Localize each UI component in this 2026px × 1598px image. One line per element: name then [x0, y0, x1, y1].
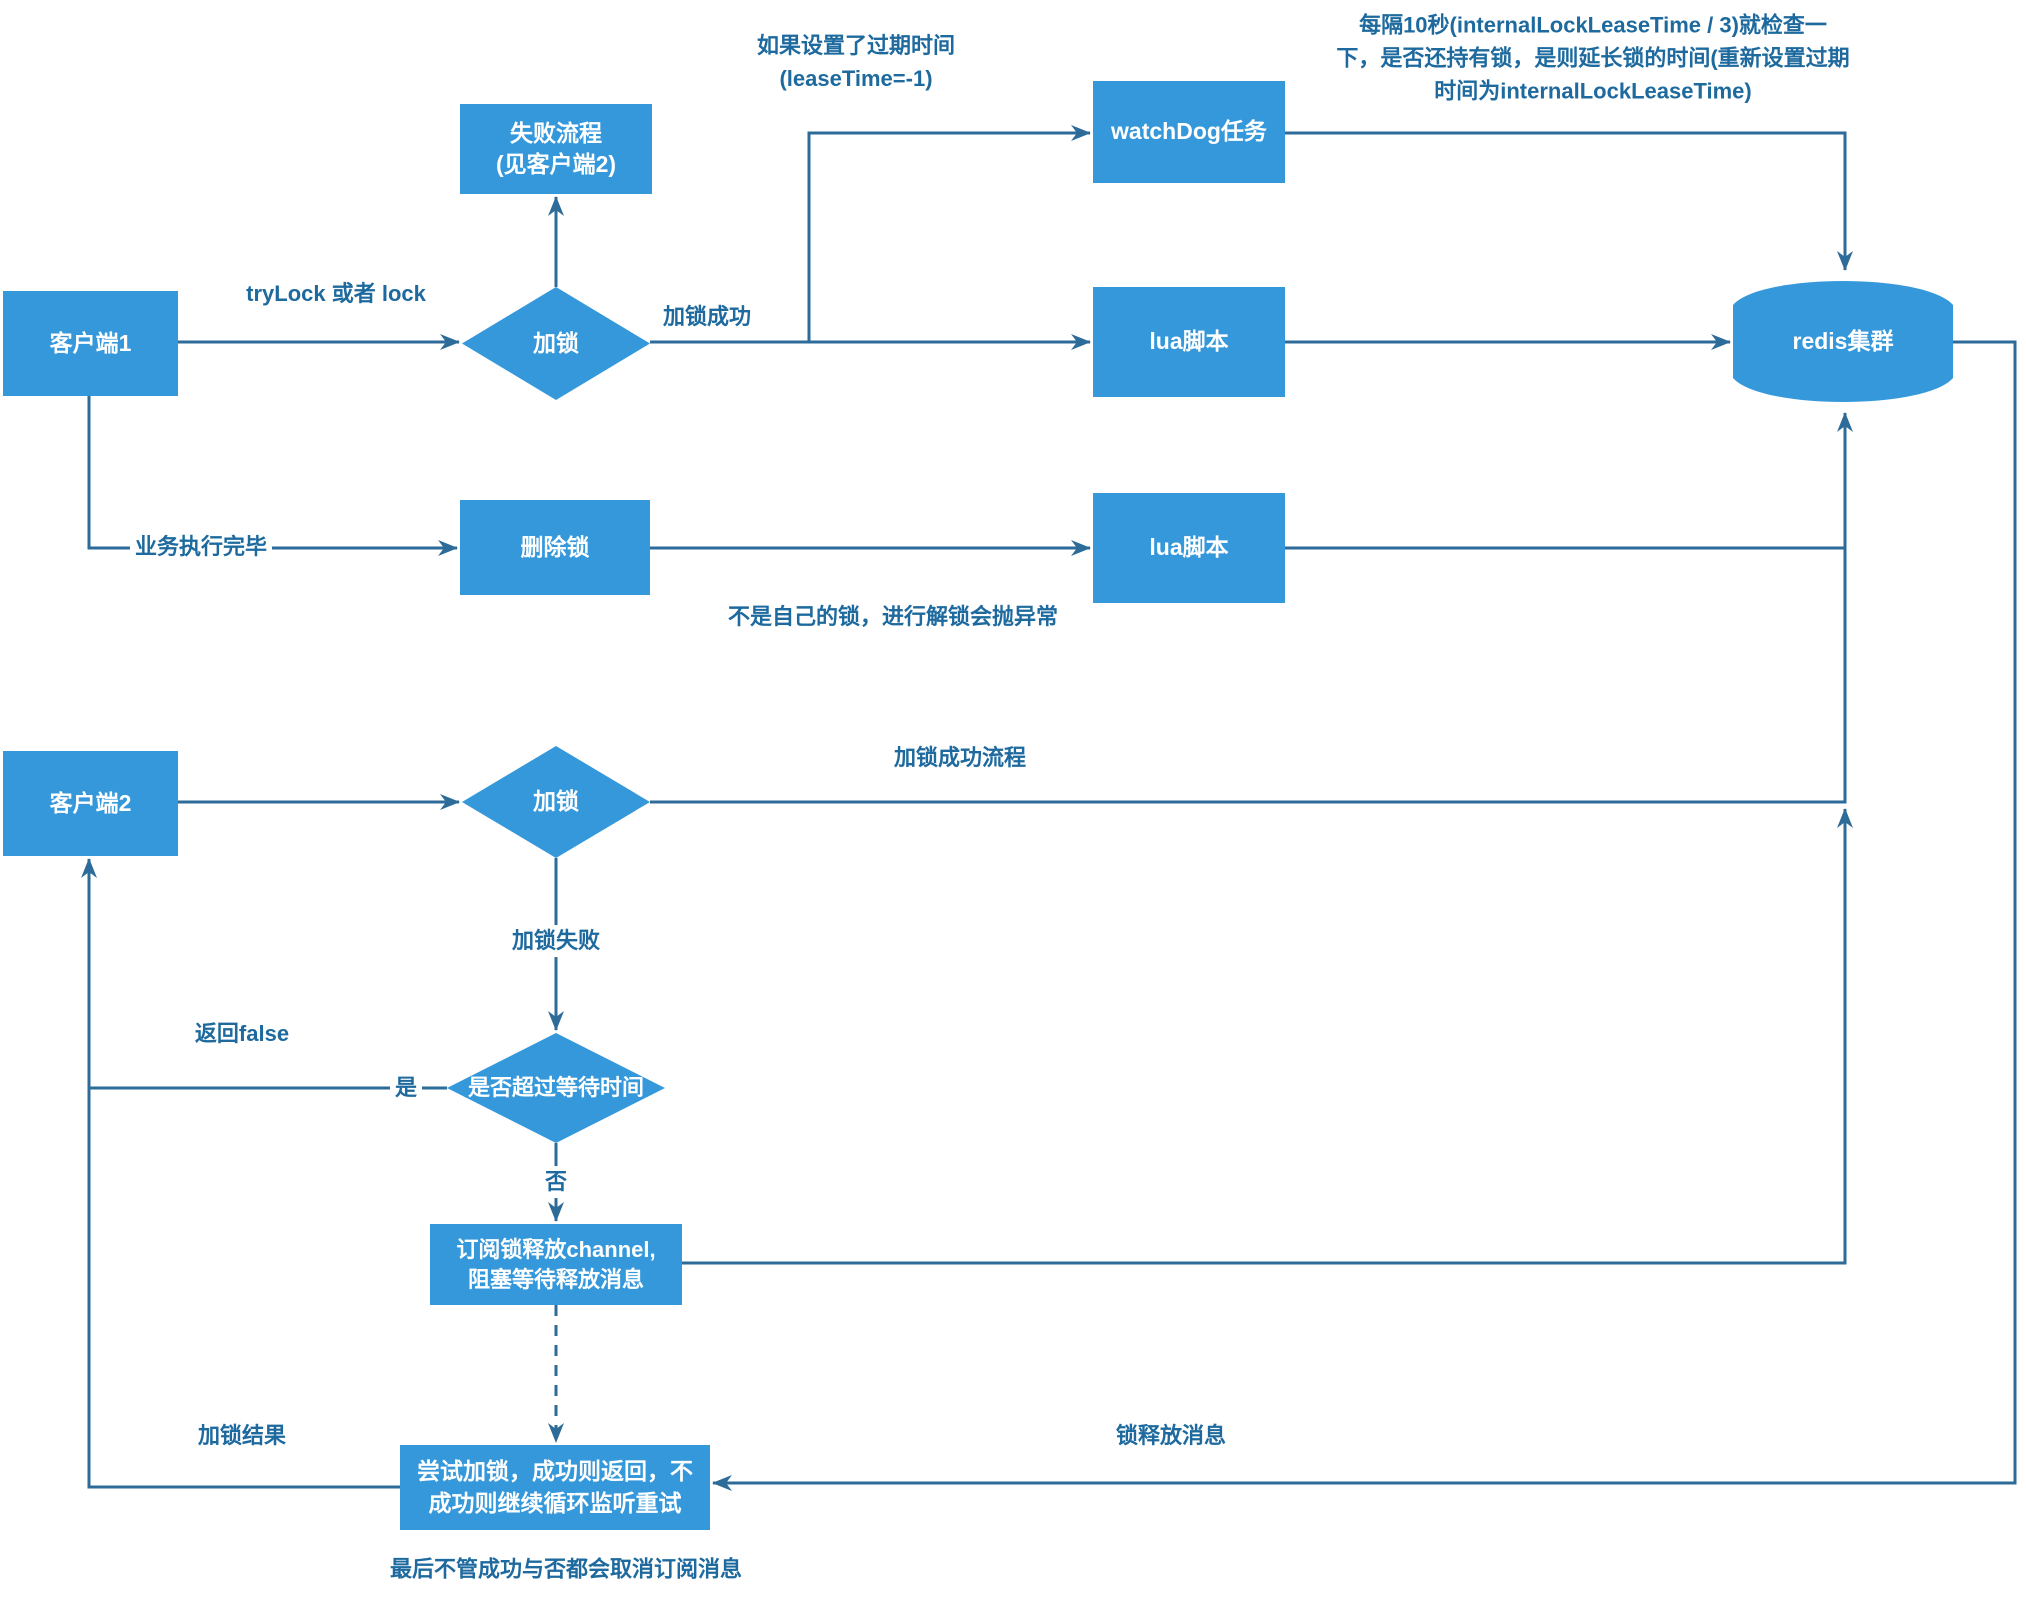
edge-branch-to-watchdog	[807, 125, 1091, 342]
cylinder-shape	[1733, 281, 1953, 402]
node-retry-lock: 尝试加锁，成功则返回，不 成功则继续循环监听重试	[400, 1445, 710, 1530]
node-client1-label: 客户端1	[49, 329, 132, 356]
edge-label-business-done: 业务执行完毕	[129, 531, 273, 563]
node-redis-cluster: redis集群	[1733, 273, 1953, 410]
edge-label-unlock-exception: 不是自己的锁，进行解锁会抛异常	[727, 604, 1059, 630]
edge-label-return-false: 返回false	[194, 1021, 290, 1047]
note-lease-time-line2: (leaseTime=-1)	[779, 66, 933, 91]
node-delete-lock: 删除锁	[460, 500, 650, 595]
edge-client1-to-deletelock	[87, 396, 458, 556]
node-retry-lock-line1: 尝试加锁，成功则返回，不	[417, 1458, 693, 1485]
node-watchdog-task: watchDog任务	[1093, 81, 1285, 183]
node-client2: 客户端2	[3, 751, 178, 856]
edge-label-lock-result: 加锁结果	[197, 1423, 287, 1449]
node-lua-script-2: lua脚本	[1093, 493, 1285, 603]
edge-label-yes: 是	[389, 1072, 423, 1104]
edge-lock2-success-to-redis-bottom	[650, 412, 1853, 804]
node-client1: 客户端1	[3, 291, 178, 396]
node-fail-flow-line1: 失败流程	[510, 119, 602, 146]
note-watchdog-check-line3: 时间为internalLockLeaseTime)	[1434, 78, 1752, 104]
edge-label-no: 否	[539, 1166, 573, 1198]
edge-watchdog-to-redis-top	[1285, 131, 1853, 271]
note-lease-time: 如果设置了过期时间 (leaseTime=-1)	[757, 29, 955, 95]
note-watchdog-check-line2: 下，是否还持有锁，是则延长锁的时间(重新设置过期	[1336, 45, 1850, 71]
note-watchdog-check: 每隔10秒(internalLockLeaseTime / 3)就检查一 下，是…	[1336, 9, 1849, 108]
note-lease-time-line1: 如果设置了过期时间	[756, 33, 956, 58]
node-lua-script-2-label: lua脚本	[1149, 534, 1229, 561]
edge-subscribe-to-midrail	[682, 808, 1853, 1265]
node-lua-script-1-label: lua脚本	[1149, 328, 1229, 355]
edge-label-lock-fail: 加锁失败	[506, 925, 606, 957]
note-watchdog-check-line1: 每隔10秒(internalLockLeaseTime / 3)就检查一	[1359, 12, 1827, 38]
node-fail-flow-line2: (见客户端2)	[495, 151, 617, 177]
node-retry-lock-line2: 成功则继续循环监听重试	[428, 1489, 682, 1516]
node-lua-script-1: lua脚本	[1093, 287, 1285, 397]
node-subscribe-channel-line2: 阻塞等待释放消息	[467, 1266, 644, 1292]
node-redis-cluster-label: redis集群	[1792, 327, 1894, 354]
node-lock-decision-2-label: 加锁	[533, 788, 579, 815]
node-subscribe-channel-line1: 订阅锁释放channel,	[456, 1236, 656, 1262]
node-delete-lock-label: 删除锁	[520, 533, 590, 560]
edge-redis-release-to-retry	[712, 340, 2017, 1491]
node-fail-flow: 失败流程 (见客户端2)	[460, 104, 652, 194]
node-lock-decision-1-label: 加锁	[533, 329, 579, 356]
edge-label-lock-success-flow: 加锁成功流程	[893, 745, 1027, 771]
edge-label-release-msg: 锁释放消息	[1115, 1423, 1227, 1449]
node-subscribe-channel: 订阅锁释放channel, 阻塞等待释放消息	[430, 1224, 682, 1305]
node-client2-label: 客户端2	[49, 789, 132, 816]
node-watchdog-task-label: watchDog任务	[1111, 118, 1267, 145]
note-final-unsubscribe: 最后不管成功与否都会取消订阅消息	[389, 1556, 743, 1582]
edge-label-trylock: tryLock 或者 lock	[246, 281, 426, 307]
edge-retry-result-to-client2	[81, 858, 400, 1489]
node-wait-timeout-decision-label: 是否超过等待时间	[467, 1075, 644, 1101]
edge-label-lock-success: 加锁成功	[662, 304, 752, 330]
